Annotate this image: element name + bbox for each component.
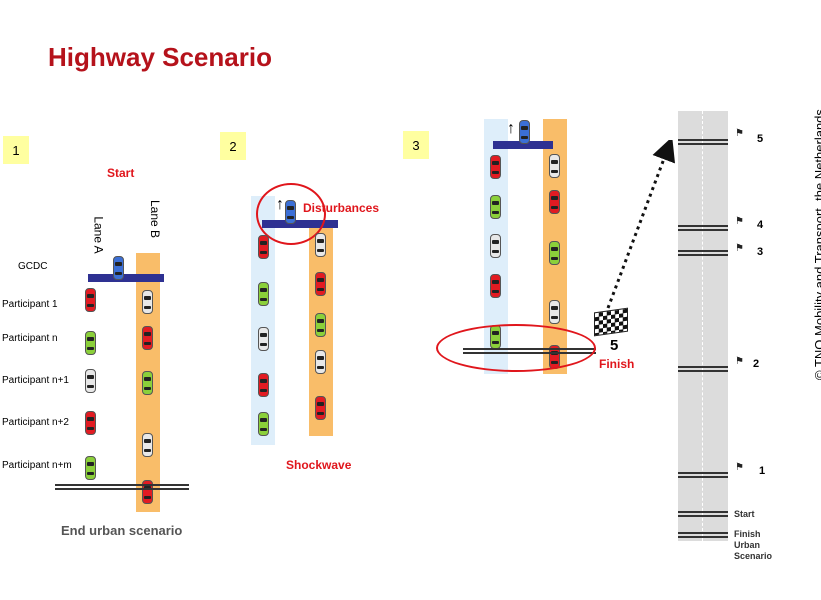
finish-label: Finish bbox=[599, 357, 634, 371]
car bbox=[258, 282, 269, 306]
shockwave-label: Shockwave bbox=[286, 458, 351, 472]
car bbox=[490, 195, 501, 219]
car bbox=[85, 456, 96, 480]
finish-road-label-2: Urban bbox=[734, 540, 760, 551]
checkered-flag-icon: ⚑ bbox=[735, 243, 744, 254]
finish-urban-line bbox=[678, 532, 728, 538]
marker-label: 5 bbox=[757, 133, 763, 145]
car bbox=[549, 190, 560, 214]
marker-label: 4 bbox=[757, 219, 763, 231]
marker-label: 3 bbox=[757, 246, 763, 258]
disturbances-label: Disturbances bbox=[303, 201, 379, 215]
start-label: Start bbox=[107, 166, 134, 180]
checkered-flag-icon: ⚑ bbox=[735, 462, 744, 473]
lane-b-label: Lane B bbox=[148, 200, 162, 238]
arrow-up-icon: ↑ bbox=[507, 120, 515, 138]
page-title: Highway Scenario bbox=[48, 42, 272, 73]
car bbox=[315, 396, 326, 420]
car bbox=[142, 371, 153, 395]
participant-label: Participant n+1 bbox=[2, 375, 69, 386]
car bbox=[315, 233, 326, 257]
finish-road-label-1: Finish bbox=[734, 529, 761, 540]
car bbox=[142, 326, 153, 350]
participant-label: Participant 1 bbox=[2, 299, 58, 310]
car bbox=[549, 241, 560, 265]
finish-circle bbox=[436, 324, 596, 372]
car bbox=[258, 373, 269, 397]
copyright-text: © TNO Mobility and Transport, the Nether… bbox=[812, 109, 821, 380]
car bbox=[490, 155, 501, 179]
participant-label: Participant n bbox=[2, 333, 58, 344]
car bbox=[549, 300, 560, 324]
step-badge-2: 2 bbox=[220, 132, 246, 160]
gcdc-label: GCDC bbox=[18, 261, 47, 272]
participant-label: Participant n+2 bbox=[2, 417, 69, 428]
car bbox=[258, 412, 269, 436]
gcdc-car bbox=[113, 256, 124, 280]
marker-label: 1 bbox=[759, 465, 765, 477]
highway-road bbox=[678, 111, 728, 541]
car bbox=[315, 313, 326, 337]
car bbox=[549, 154, 560, 178]
finish-number: 5 bbox=[610, 337, 618, 354]
car bbox=[142, 433, 153, 457]
car bbox=[490, 234, 501, 258]
car bbox=[490, 274, 501, 298]
end-urban-label: End urban scenario bbox=[61, 523, 182, 538]
car bbox=[258, 327, 269, 351]
car bbox=[85, 288, 96, 312]
marker-line bbox=[678, 139, 728, 145]
participant-label: Participant n+m bbox=[2, 460, 72, 471]
marker-line bbox=[678, 366, 728, 372]
dotted-arrow bbox=[600, 140, 680, 315]
marker-line bbox=[678, 472, 728, 478]
lane-a-label: Lane A bbox=[92, 216, 106, 253]
car bbox=[85, 369, 96, 393]
marker-line bbox=[678, 250, 728, 256]
car bbox=[85, 331, 96, 355]
car bbox=[315, 272, 326, 296]
marker-line bbox=[678, 225, 728, 231]
checkered-flag-icon: ⚑ bbox=[735, 356, 744, 367]
checkered-flag-icon: ⚑ bbox=[735, 128, 744, 139]
car bbox=[258, 235, 269, 259]
finish-road-label-3: Scenario bbox=[734, 551, 772, 562]
gantry bbox=[88, 274, 164, 282]
step-badge-1: 1 bbox=[3, 136, 29, 164]
marker-label: 2 bbox=[753, 358, 759, 370]
start-line bbox=[678, 511, 728, 517]
car bbox=[85, 411, 96, 435]
start-road-label: Start bbox=[734, 509, 755, 520]
car bbox=[142, 290, 153, 314]
checkered-flag-icon: ⚑ bbox=[735, 216, 744, 227]
car bbox=[519, 120, 530, 144]
end-line bbox=[55, 484, 189, 490]
step-badge-3: 3 bbox=[403, 131, 429, 159]
car bbox=[315, 350, 326, 374]
